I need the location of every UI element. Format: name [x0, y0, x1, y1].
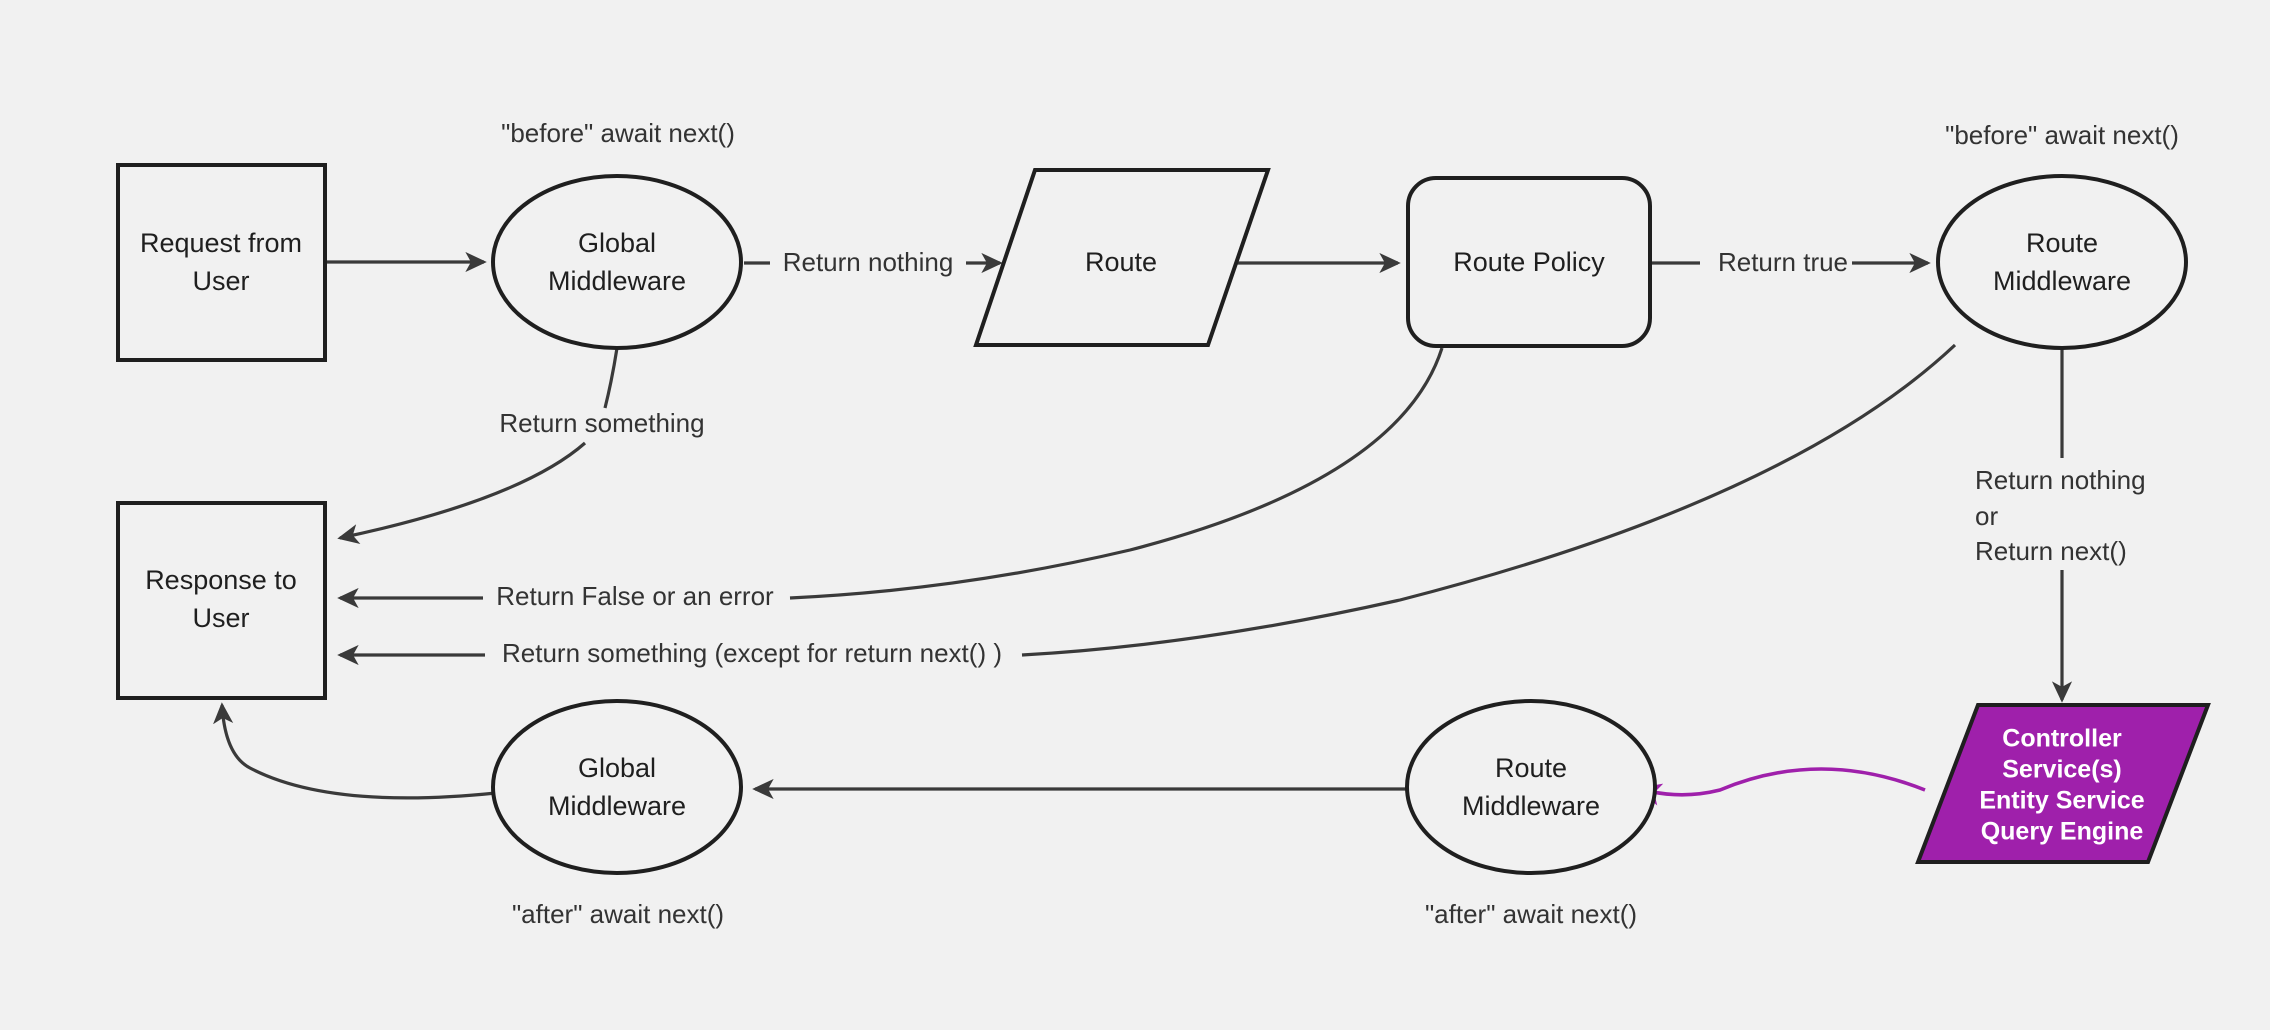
controller-label-line4: Query Engine	[1981, 818, 2144, 846]
edge-label-return-nothing: Return nothing	[783, 247, 954, 277]
global-middleware-after-label-line1: Global	[578, 753, 656, 783]
node-request-from-user[interactable]: Request from User	[116, 163, 327, 362]
edge-global-middleware-after-to-response	[213, 702, 497, 800]
global-middleware-before-label-line2: Middleware	[548, 266, 686, 296]
edge-controller-to-route-middleware-after	[1636, 767, 1926, 806]
node-route-policy[interactable]: Route Policy	[1406, 176, 1652, 348]
node-route-middleware-before[interactable]: Route Middleware	[1936, 174, 2188, 350]
edge-global-middleware-return-something-a	[603, 347, 619, 409]
request-from-user-shape	[116, 163, 327, 362]
edge-global-middleware-return-something-b	[337, 441, 587, 545]
controller-label-line2: Service(s)	[2002, 756, 2122, 784]
global-middleware-before-shape	[491, 174, 743, 350]
node-controller-service[interactable]: Controller Service(s) Entity Service Que…	[1915, 703, 2211, 864]
controller-label-line1: Controller	[2002, 725, 2122, 753]
edge-route-policy-return-false-or-error	[789, 347, 1444, 600]
edge-label-return-nothing-or-next-line1: Return nothing	[1975, 465, 2146, 495]
edge-label-return-false-or-error: Return False or an error	[496, 581, 774, 611]
request-from-user-label-line2: User	[192, 266, 249, 296]
controller-label-line3: Entity Service	[1979, 787, 2144, 815]
route-middleware-before-shape	[1936, 174, 2188, 350]
controller-service-shape	[1915, 703, 2211, 864]
route-middleware-after-shape	[1405, 699, 1657, 875]
global-middleware-after-shape	[491, 699, 743, 875]
edge-label-return-something-except: Return something (except for return next…	[502, 638, 1002, 668]
annotation-after-await-next-route: "after" await next()	[1425, 899, 1637, 929]
global-middleware-after-label-line2: Middleware	[548, 791, 686, 821]
route-label: Route	[1085, 247, 1157, 277]
route-middleware-after-label-line2: Middleware	[1462, 791, 1600, 821]
annotation-after-await-next-global: "after" await next()	[512, 899, 724, 929]
route-shape	[973, 168, 1271, 347]
node-route-middleware-after[interactable]: Route Middleware	[1405, 699, 1657, 875]
route-policy-label: Route Policy	[1453, 247, 1605, 277]
edge-label-return-nothing-or-next-line3: Return next()	[1975, 536, 2127, 566]
route-middleware-before-label-line1: Route	[2026, 228, 2098, 258]
route-policy-shape	[1406, 176, 1652, 348]
node-response-to-user[interactable]: Response to User	[116, 501, 327, 700]
node-route[interactable]: Route	[973, 168, 1271, 347]
node-global-middleware-before[interactable]: Global Middleware	[491, 174, 743, 350]
edge-route-middleware-return-something-except	[1021, 343, 1957, 657]
global-middleware-before-label-line1: Global	[578, 228, 656, 258]
edge-label-return-something-top: Return something	[499, 408, 704, 438]
edge-label-return-true: Return true	[1718, 247, 1848, 277]
request-from-user-label-line1: Request from	[140, 228, 302, 258]
response-to-user-shape	[116, 501, 327, 700]
node-global-middleware-after[interactable]: Global Middleware	[491, 699, 743, 875]
response-to-user-label-line1: Response to	[145, 565, 297, 595]
route-middleware-before-label-line2: Middleware	[1993, 266, 2131, 296]
annotation-before-await-next-global: "before" await next()	[501, 118, 735, 148]
edge-label-return-nothing-or-next-line2: or	[1975, 501, 1998, 531]
route-middleware-after-label-line1: Route	[1495, 753, 1567, 783]
annotation-before-await-next-route: "before" await next()	[1945, 120, 2179, 150]
response-to-user-label-line2: User	[192, 603, 249, 633]
